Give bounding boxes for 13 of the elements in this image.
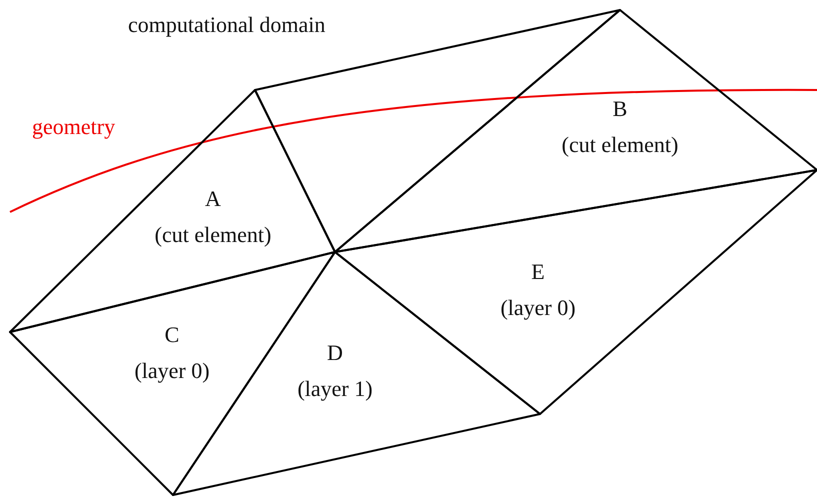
domain-label: computational domain	[128, 12, 326, 38]
element-description: (cut element)	[562, 131, 678, 159]
element-description: (layer 1)	[297, 375, 373, 403]
element-description: (layer 0)	[134, 357, 210, 385]
element-description: (layer 0)	[500, 294, 576, 322]
curve-label: geometry	[32, 114, 116, 140]
mesh-triangle	[335, 10, 817, 252]
element-name: A	[205, 185, 221, 213]
element-name: B	[612, 95, 628, 123]
element-description: (cut element)	[154, 221, 272, 249]
element-name: E	[531, 258, 545, 286]
element-name: C	[164, 321, 180, 349]
element-name: D	[327, 339, 343, 367]
